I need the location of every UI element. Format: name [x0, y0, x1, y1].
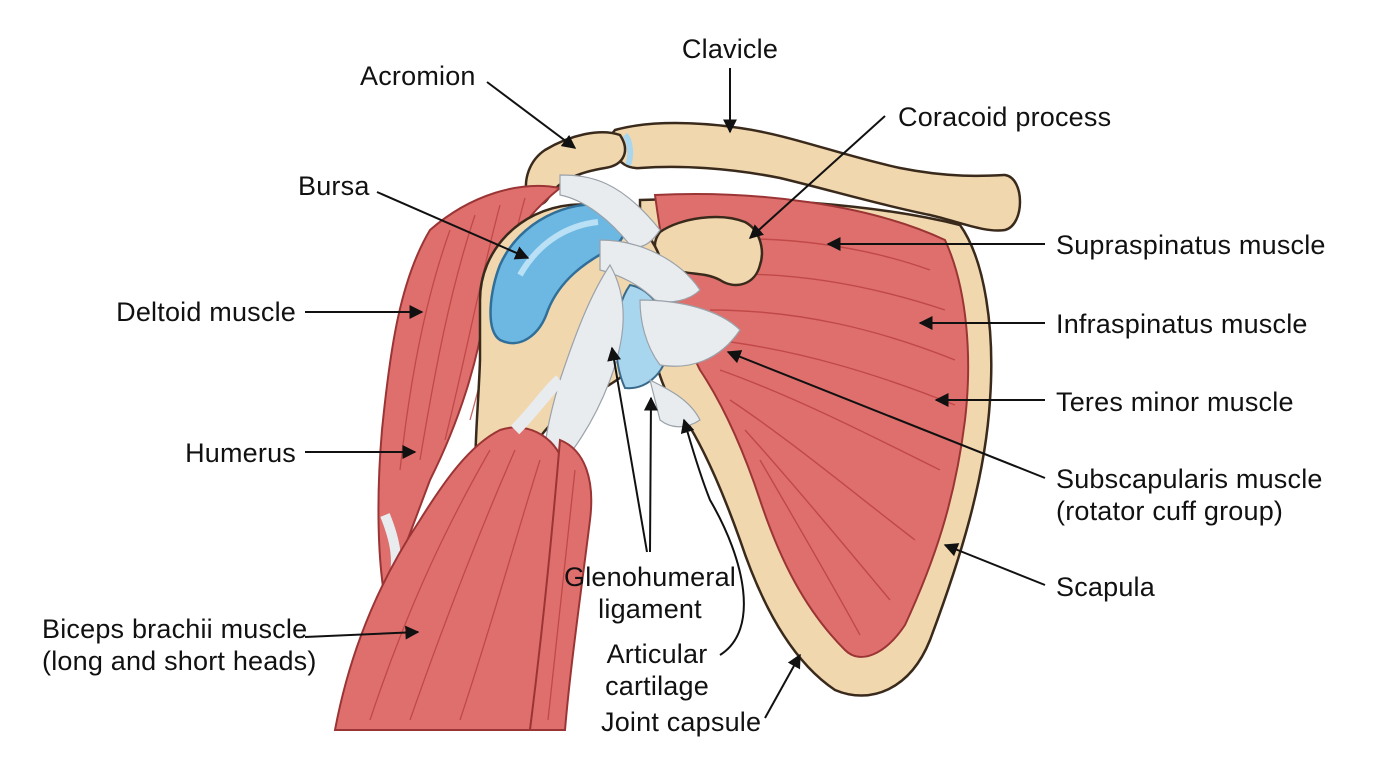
label-glenohumeral-line1: Glenohumeral	[564, 562, 736, 592]
bursa-sac	[489, 203, 627, 345]
label-subscapularis-line2: (rotator cuff group)	[1056, 496, 1284, 526]
muscle-fibers-scapula	[699, 238, 956, 636]
label-humerus: Humerus	[185, 438, 296, 468]
label-clavicle: Clavicle	[681, 34, 779, 64]
arrow-biceps	[304, 625, 420, 640]
biceps-brachii-muscle	[333, 426, 567, 731]
arrow-coracoid	[748, 115, 886, 239]
arrow-scapula	[943, 543, 1046, 586]
arrow-acromion	[486, 81, 577, 149]
biceps-fibers	[369, 449, 576, 721]
leader-arrows	[304, 68, 1046, 719]
label-biceps-line1: Biceps brachii muscle	[42, 614, 308, 644]
arrow-glenohumeral-2	[643, 396, 658, 553]
label-articular-cartilage: Articular cartilage	[582, 638, 732, 702]
arrow-joint-capsule	[764, 653, 801, 719]
arrow-glenohumeral-1	[607, 346, 648, 553]
label-cartilage-line1: Articular	[606, 639, 708, 669]
label-bursa: Bursa	[298, 171, 370, 201]
label-supraspinatus: Supraspinatus muscle	[1056, 230, 1326, 260]
label-scapula: Scapula	[1056, 572, 1155, 602]
ligaments-and-tendons	[542, 174, 741, 482]
arrow-bursa	[376, 191, 530, 260]
label-joint-capsule: Joint capsule	[601, 707, 762, 737]
biceps-short-head	[528, 438, 593, 731]
label-biceps-line2: (long and short heads)	[42, 646, 317, 676]
label-coracoid-process: Coracoid process	[898, 102, 1112, 132]
arrow-subscapularis	[726, 350, 1046, 479]
label-glenohumeral-ligament: Glenohumeral ligament	[560, 561, 740, 625]
label-subscapularis-line1: Subscapularis muscle	[1056, 464, 1323, 494]
arrow-articular-cartilage	[680, 418, 745, 656]
label-subscapularis: Subscapularis muscle (rotator cuff group…	[1056, 463, 1323, 527]
label-glenohumeral-line2: ligament	[598, 594, 702, 624]
ac-joint-cartilage	[622, 132, 634, 167]
label-teres-minor: Teres minor muscle	[1056, 387, 1294, 417]
label-cartilage-line2: cartilage	[605, 671, 709, 701]
clavicle-bone	[609, 121, 1022, 232]
label-biceps-brachii: Biceps brachii muscle (long and short he…	[42, 613, 317, 677]
label-infraspinatus: Infraspinatus muscle	[1056, 309, 1308, 339]
label-acromion: Acromion	[360, 61, 476, 91]
label-deltoid: Deltoid muscle	[116, 297, 296, 327]
